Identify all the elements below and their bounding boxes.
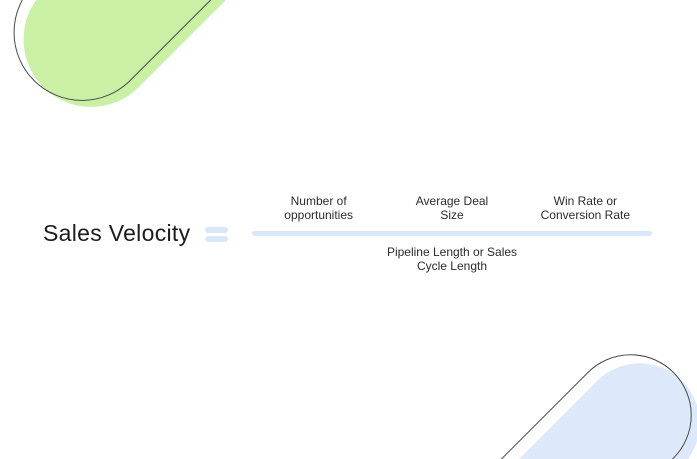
term-line: Average Deal	[415, 194, 489, 208]
term-line: Conversion Rate	[540, 207, 631, 222]
sales-velocity-formula: Number of opportunities Average Deal Siz…	[252, 194, 652, 273]
page-title: Sales Velocity	[43, 220, 191, 246]
blue-pill-outline-shape	[403, 329, 697, 459]
term-line: Pipeline Length or Sales	[386, 245, 518, 259]
numerator-term-opportunities: Number of opportunities	[252, 194, 385, 222]
equals-bottom-bar	[205, 236, 228, 242]
fraction-bar	[252, 231, 652, 236]
equals-icon	[205, 227, 228, 242]
term-line: Win Rate or	[553, 194, 617, 208]
numerator-term-deal-size: Average Deal Size	[385, 194, 518, 222]
denominator-term-pipeline-length: Pipeline Length or Sales Cycle Length	[252, 245, 652, 273]
term-line: opportunities	[284, 207, 354, 222]
equals-top-bar	[205, 227, 228, 233]
term-line: Size	[440, 207, 464, 222]
numerator-term-win-rate: Win Rate or Conversion Rate	[519, 194, 652, 222]
term-line: Cycle Length	[416, 258, 488, 273]
term-line: Number of	[290, 194, 347, 208]
formula-numerator: Number of opportunities Average Deal Siz…	[252, 194, 652, 222]
